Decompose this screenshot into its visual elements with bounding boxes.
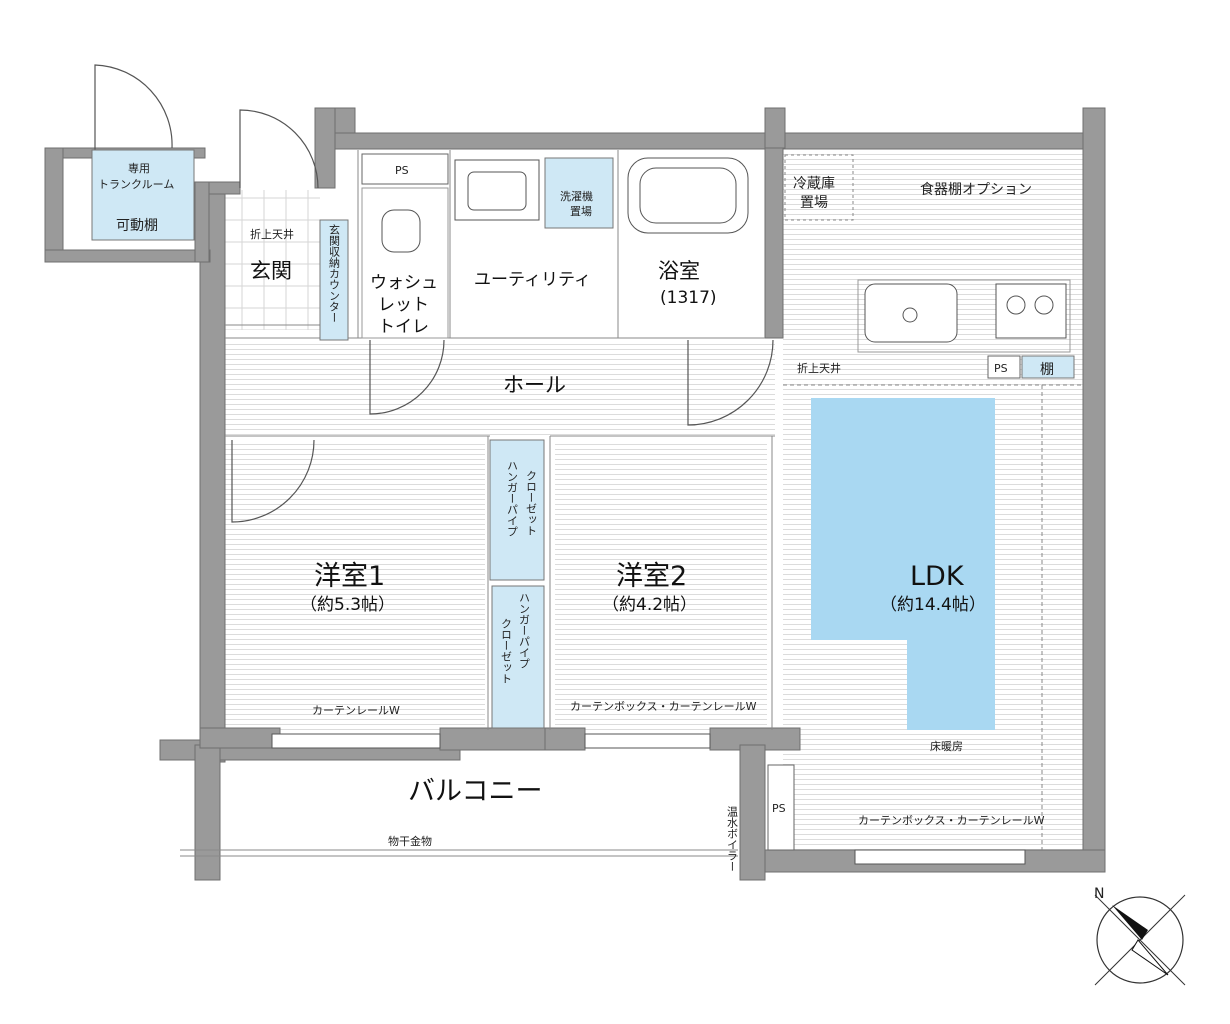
door-swings xyxy=(94,64,774,523)
washer-box xyxy=(544,157,614,229)
room2-label: 洋室2 xyxy=(616,561,687,592)
drying-label: 物干金物 xyxy=(388,834,432,848)
curtain-ldk-label: カーテンボックス・カーテンレールW xyxy=(858,814,1045,827)
closet-a-label-2: ハンガーパイプ xyxy=(506,460,519,537)
closet-b-label-1: ハンガーパイプ xyxy=(518,592,531,669)
room2-floor xyxy=(555,440,767,730)
fridge-label-2: 置場 xyxy=(800,195,828,211)
genkan-floor xyxy=(225,190,320,330)
closet-a-label-1: クローゼット xyxy=(525,470,538,536)
trunk-label-2: トランクルーム xyxy=(98,178,174,191)
bath-label: 浴室 xyxy=(658,259,700,283)
floor-heating-area xyxy=(811,398,995,730)
labels: 折上天井 玄関 専用 トランクルーム 可動棚 PS 玄関収納カウンター ウォシュ… xyxy=(98,162,1054,872)
utility-label: ユーティリティ xyxy=(474,270,591,290)
genkan-ceiling-label: 折上天井 xyxy=(250,227,294,241)
room2-size-label: （約4.2帖） xyxy=(602,595,697,615)
room1-label: 洋室1 xyxy=(314,561,385,592)
ldk-size-label: （約14.4帖） xyxy=(880,595,986,615)
fridge-label-1: 冷蔵庫 xyxy=(793,175,835,192)
floor-heating-label: 床暖房 xyxy=(930,739,963,753)
toilet-label-1: ウォシュ xyxy=(370,273,438,293)
shelf-label: 棚 xyxy=(1040,362,1054,378)
curtain2-label: カーテンボックス・カーテンレールW xyxy=(570,700,757,713)
trunk-room-box xyxy=(91,149,195,241)
genkan-label: 玄関 xyxy=(250,259,292,283)
washer-label-2: 置場 xyxy=(570,205,592,218)
movable-shelf-label: 可動棚 xyxy=(116,218,158,234)
compass: N xyxy=(1094,886,1186,986)
fixtures xyxy=(381,154,1071,353)
genkan-counter-box xyxy=(319,219,349,341)
ps-box-top xyxy=(361,153,449,185)
room1-floor xyxy=(222,440,485,730)
partitions xyxy=(225,150,1083,850)
shelf-box xyxy=(1021,355,1075,379)
cupboard-label: 食器棚オプション xyxy=(920,181,1032,198)
washer-label-1: 洗濯機 xyxy=(560,189,593,203)
north-label: N xyxy=(1094,886,1104,902)
ps-label-ldk: PS xyxy=(994,362,1008,375)
room1-size-label: （約5.3帖） xyxy=(300,595,395,615)
closet-b-box xyxy=(491,585,545,729)
ldk-ceiling-label: 折上天井 xyxy=(797,361,841,375)
bath-size-label: (1317) xyxy=(660,288,717,308)
ldk-label: LDK xyxy=(910,561,965,592)
curtain1-label: カーテンレールW xyxy=(312,704,400,717)
ps-label-top: PS xyxy=(395,164,409,177)
toilet-label-3: トイレ xyxy=(378,317,429,337)
closet-a-box xyxy=(489,439,545,581)
ps-label-balcony: PS xyxy=(772,802,786,815)
ps-box-balcony xyxy=(767,764,795,851)
hall-label: ホール xyxy=(503,373,566,397)
windows xyxy=(180,733,1026,865)
balcony-label: バルコニー xyxy=(408,776,542,807)
closet-b-label-2: クローゼット xyxy=(500,618,513,684)
trunk-label-1: 専用 xyxy=(128,162,150,175)
toilet-label-2: レット xyxy=(378,295,429,315)
water-heater-label: 温水ボイラー xyxy=(726,806,739,872)
hall-floor xyxy=(225,340,775,435)
ps-box-ldk xyxy=(987,355,1021,379)
genkan-counter-label: 玄関収納カウンター xyxy=(328,223,341,323)
